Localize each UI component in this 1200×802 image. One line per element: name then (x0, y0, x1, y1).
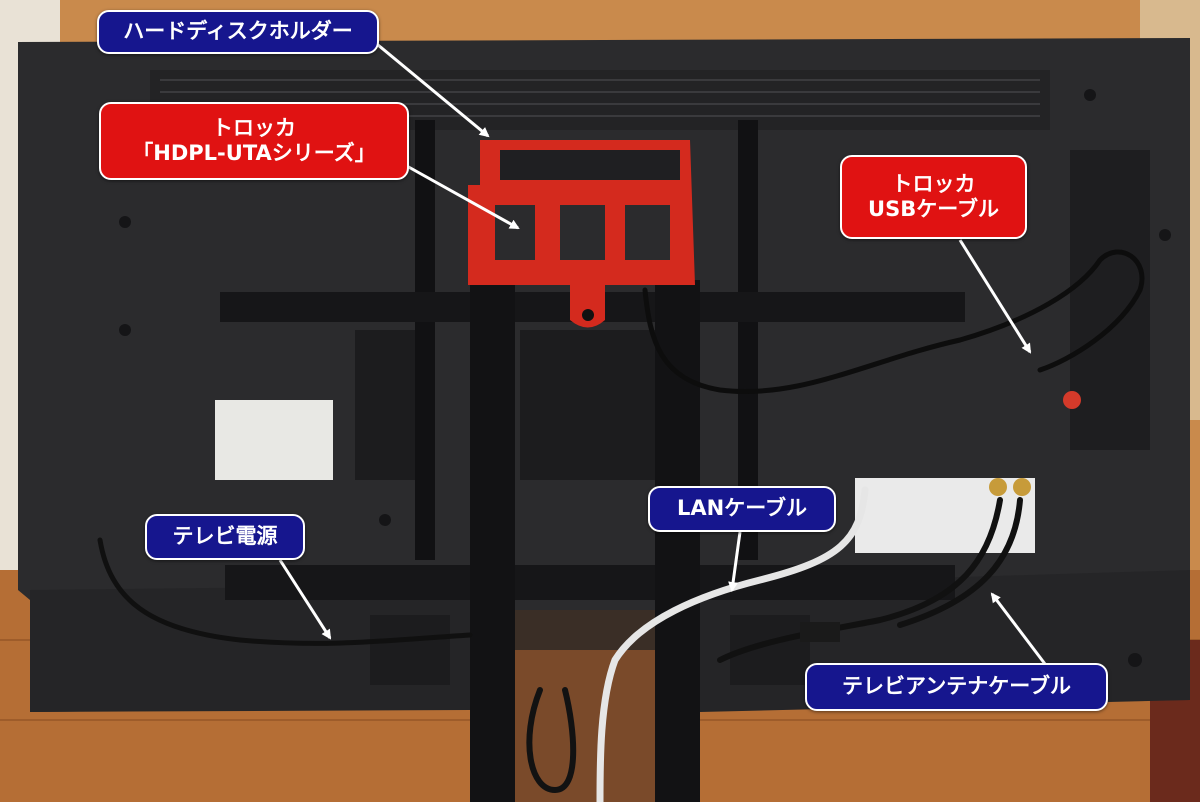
arrow-antenna (990, 592, 1047, 665)
label-tv-antenna-cable-text: テレビアンテナケーブル (842, 674, 1071, 699)
label-tv-antenna-cable: テレビアンテナケーブル (805, 663, 1108, 711)
arrow-torokka (404, 163, 520, 230)
label-usb-line1: トロッカ (891, 171, 976, 196)
arrow-usb-cable (958, 239, 1032, 354)
arrow-hdd-holder (377, 43, 490, 138)
label-tv-power-text: テレビ電源 (172, 524, 278, 549)
label-torokka-hdpl-uta: トロッカ 「HDPL-UTAシリーズ」 (99, 102, 409, 180)
label-hdd-holder-text: ハードディスクホルダー (123, 19, 353, 44)
arrow-power (278, 559, 332, 640)
label-usb-line2: USBケーブル (868, 197, 999, 221)
label-lan-cable-text: LANケーブル (677, 496, 807, 521)
label-hdd-holder: ハードディスクホルダー (97, 10, 379, 54)
label-tv-power: テレビ電源 (145, 514, 305, 560)
label-torokka-line1: トロッカ (212, 115, 296, 140)
label-torokka-usb-cable: トロッカ USBケーブル (840, 155, 1027, 239)
label-torokka-line2: 「HDPL-UTAシリーズ」 (132, 141, 376, 165)
cables (97, 249, 1145, 802)
arrow-lan (728, 531, 742, 592)
label-lan-cable: LANケーブル (648, 486, 836, 532)
annotation-arrows (278, 43, 1047, 665)
torokka-holder (468, 140, 695, 328)
